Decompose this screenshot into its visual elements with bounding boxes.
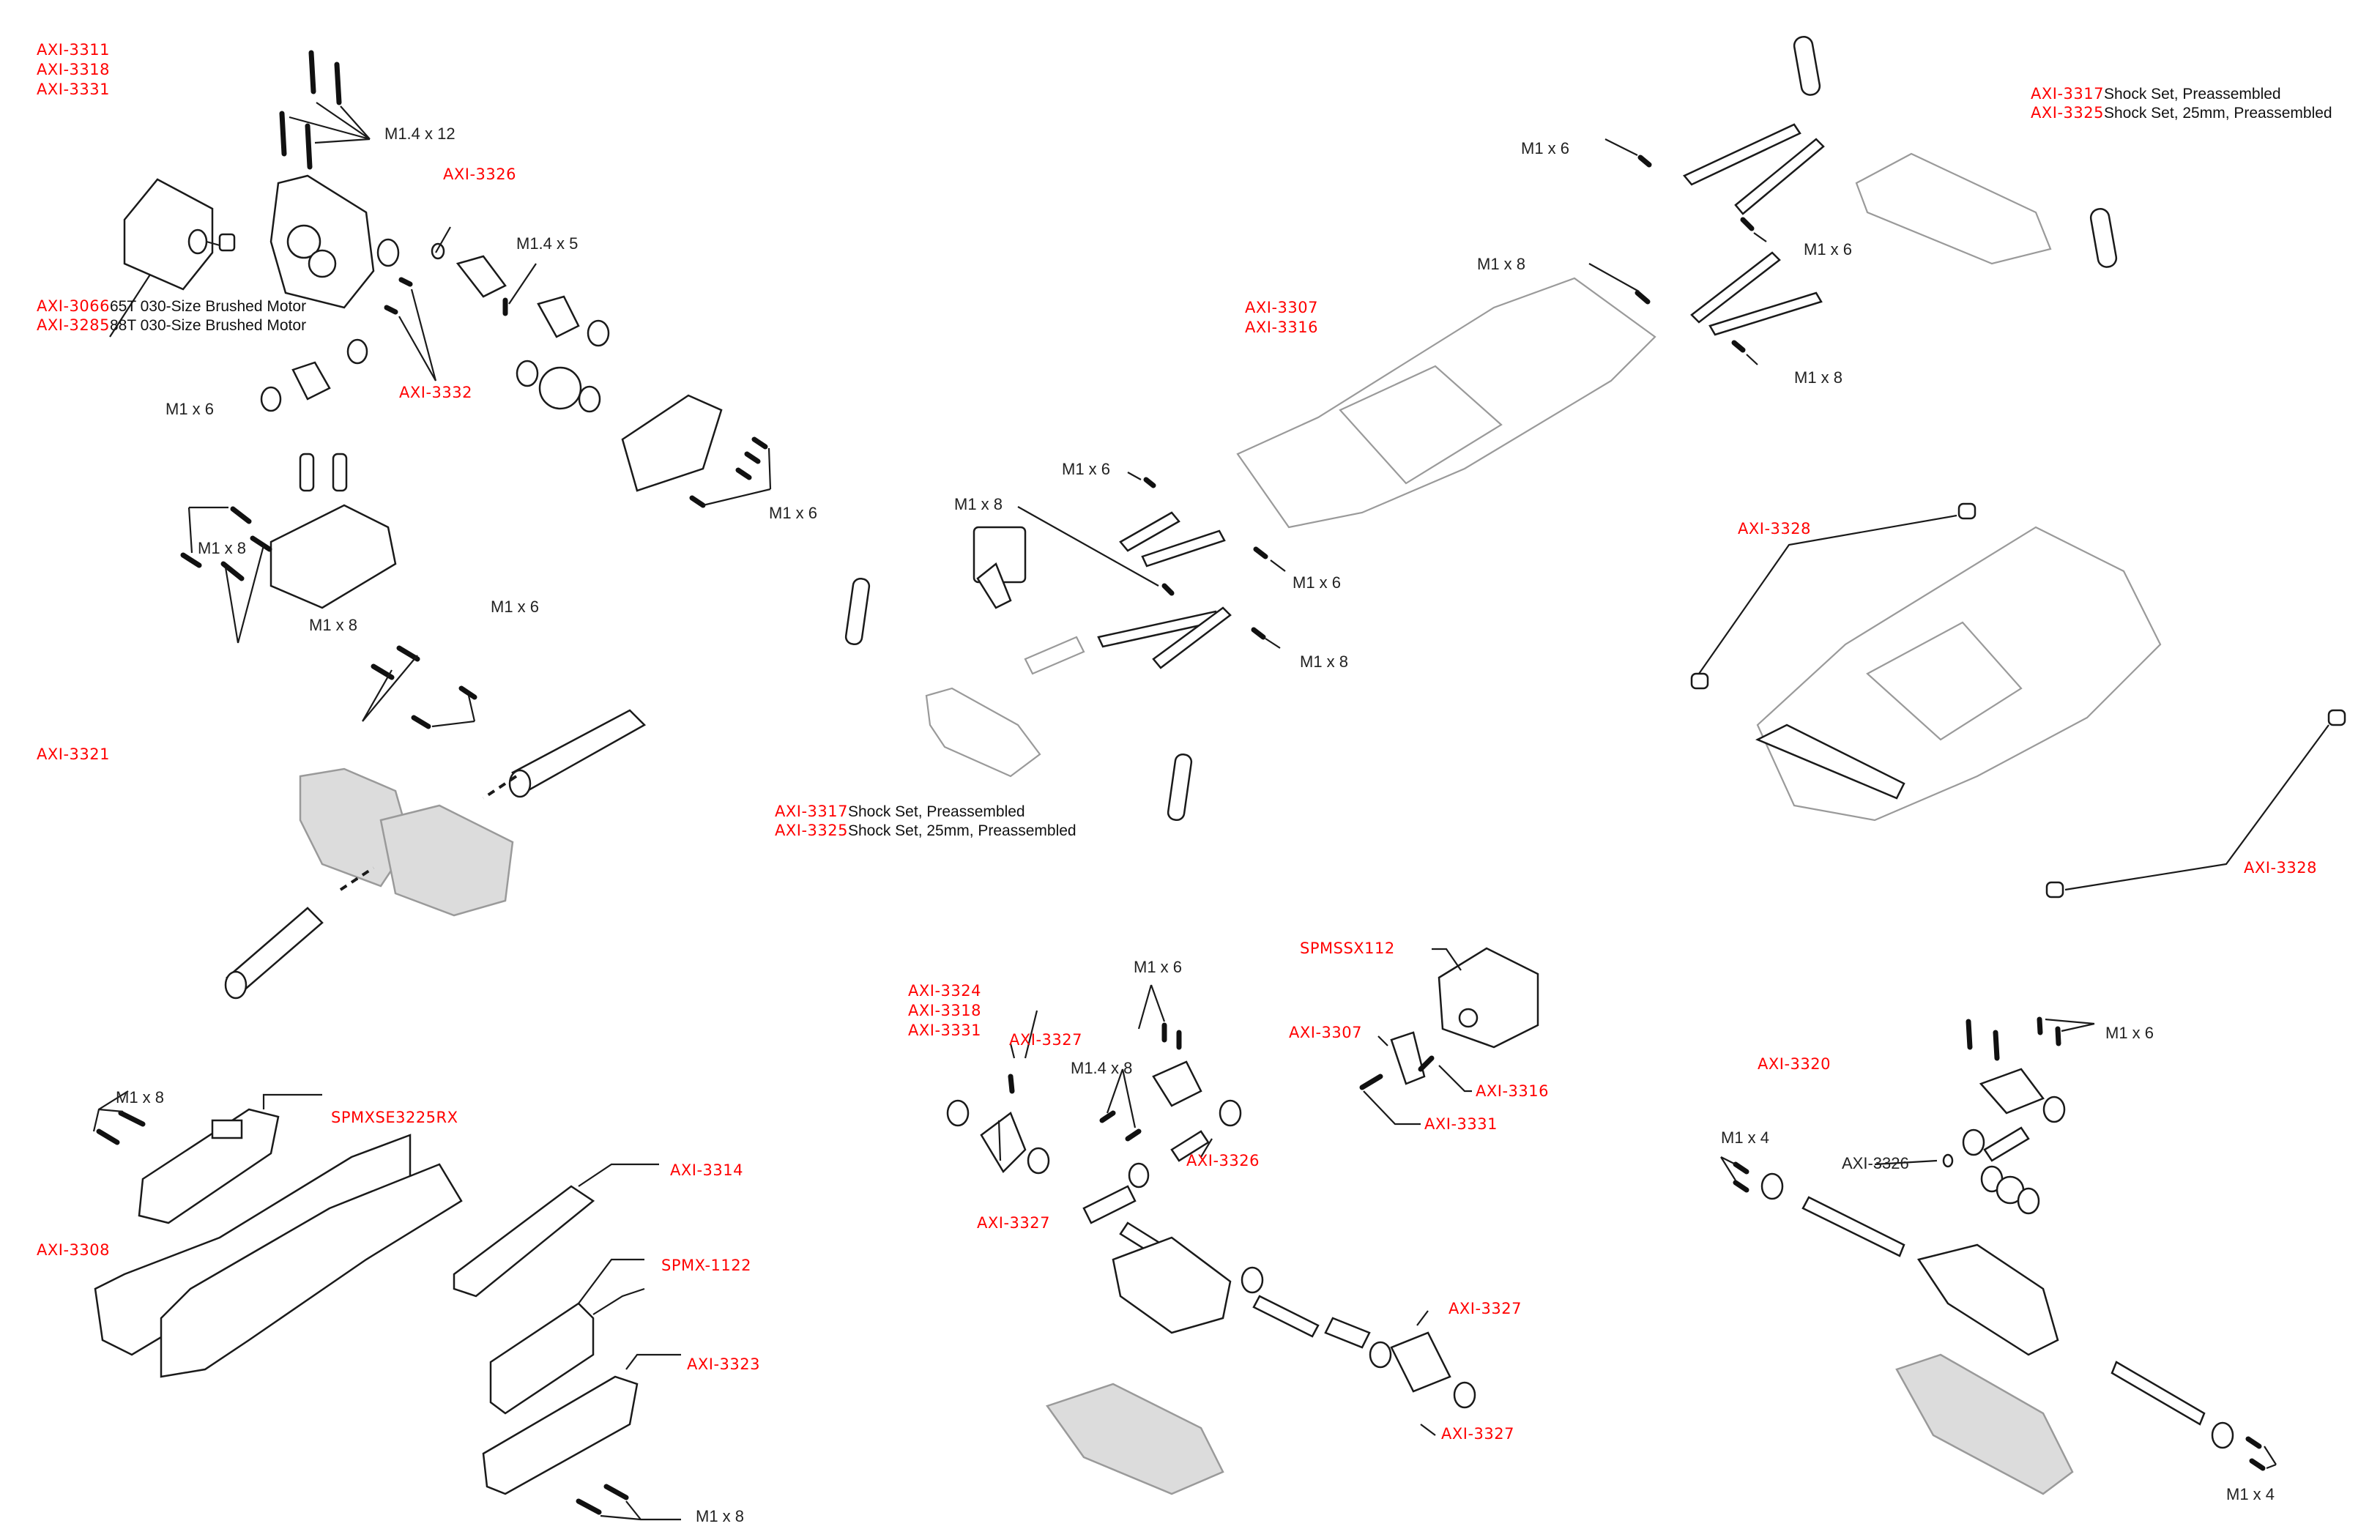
part-number: AXI-3318: [37, 61, 110, 78]
rear-link-assembly-icon: [1236, 36, 2118, 529]
wrench-part-number: AXI-3314: [670, 1161, 743, 1179]
oring-part-number: AXI-3326: [1842, 1154, 1909, 1172]
receiver-icon: [92, 1090, 322, 1224]
part-number: AXI-3066: [37, 297, 110, 315]
hardware-label: M1 x 8: [116, 1088, 165, 1106]
hardware-label: M1 x 8: [696, 1507, 745, 1525]
hardware-label: M1 x 6: [2105, 1024, 2154, 1042]
motor-option: AXI-328588T 030-Size Brushed Motor: [37, 316, 307, 334]
hardware-label: M1 x 6: [1521, 139, 1570, 157]
part-number: AXI-3317: [2031, 85, 2104, 103]
hardware-label: M1 x 4: [1721, 1128, 1770, 1147]
driveshaft-assembly-icon: [224, 709, 647, 1000]
chassis-part-number: AXI-3308: [37, 1241, 110, 1259]
gearbox-cover-icon: [621, 394, 772, 508]
part-description: Shock Set, 25mm, Preassembled: [847, 822, 1076, 839]
hardware-label: M1 x 6: [1293, 573, 1342, 592]
screws-m14x12: [279, 50, 371, 170]
bearings-gears-icon: [260, 226, 610, 413]
hardware-label: M1 x 8: [954, 495, 1003, 513]
bushing-part-number: AXI-3328: [2244, 859, 2317, 877]
gearbox-housing-icon: [269, 174, 375, 309]
motor-options: AXI-306665T 030-Size Brushed Motor AXI-3…: [37, 299, 306, 337]
part-number: AXI-3331: [908, 1022, 981, 1039]
hardware-label: M1 x 6: [1062, 460, 1111, 478]
part-number: AXI-3331: [37, 81, 110, 98]
hardware-label: M1 x 8: [1477, 255, 1526, 273]
front-axle-icon: [946, 984, 1476, 1495]
hardware-label: M1 x 6: [769, 504, 818, 522]
rear-shock-options: AXI-3317Shock Set, Preassembled AXI-3325…: [2031, 86, 2332, 124]
hardware-label: M1 x 8: [309, 616, 358, 634]
shock-option: AXI-3317Shock Set, Preassembled: [775, 803, 1076, 820]
receiver-part-number: SPMXSE3225RX: [331, 1109, 458, 1126]
rear-axle-part-number: AXI-3320: [1758, 1055, 1831, 1073]
part-number: AXI-3317: [775, 803, 848, 820]
part-number: AXI-3318: [908, 1002, 981, 1019]
servo-icon: [1359, 947, 1539, 1126]
chassis-frame-icon: [94, 1134, 463, 1378]
motor-icon: [109, 178, 236, 338]
hardware-label: M1.4 x 5: [516, 234, 579, 253]
horn-screw-part-number: AXI-3316: [1476, 1082, 1549, 1100]
part-number: AXI-3325: [775, 822, 848, 839]
front-shock-options: AXI-3317Shock Set, Preassembled AXI-3325…: [775, 804, 1076, 842]
assembled-chassis-icon: [1690, 502, 2346, 899]
servo-part-number: SPMSSX112: [1300, 940, 1395, 957]
part-description: Shock Set, 25mm, Preassembled: [2103, 105, 2332, 122]
front-axle-part-numbers: AXI-3324 AXI-3318 AXI-3331: [908, 983, 981, 1043]
part-description: Shock Set, Preassembled: [2103, 86, 2281, 103]
hardware-label: M1 x 6: [166, 400, 215, 418]
part-number: AXI-3285: [37, 316, 110, 334]
hub-screw-part-number: AXI-3327: [1441, 1425, 1514, 1443]
part-description: 88T 030-Size Brushed Motor: [109, 317, 307, 334]
hardware-label: M1 x 8: [1794, 368, 1843, 387]
motor-option: AXI-306665T 030-Size Brushed Motor: [37, 297, 307, 315]
hub-screw-part-number: AXI-3327: [1449, 1300, 1522, 1317]
hardware-label: M1.4 x 8: [1071, 1059, 1133, 1077]
bushing-part-number: AXI-3328: [1738, 520, 1811, 537]
driveshaft-part-number: AXI-3321: [37, 745, 110, 763]
part-number: AXI-3316: [1245, 319, 1318, 336]
hardware-label: M1 x 8: [198, 539, 247, 557]
servo-screw-part-number: AXI-3331: [1424, 1115, 1498, 1133]
hardware-label: M1.4 x 12: [384, 124, 455, 143]
rear-frame-part-numbers: AXI-3307 AXI-3316: [1245, 300, 1318, 340]
part-number: AXI-3311: [37, 41, 110, 59]
part-number: AXI-3324: [908, 982, 981, 1000]
hardware-label: M1 x 4: [2226, 1485, 2275, 1503]
shock-option: AXI-3325Shock Set, 25mm, Preassembled: [2031, 104, 2332, 122]
transmission-part-numbers: AXI-3311 AXI-3318 AXI-3331: [37, 42, 110, 102]
hardware-label: M1 x 6: [1804, 240, 1853, 258]
part-number: AXI-3325: [2031, 104, 2104, 122]
battery-part-number: SPMX-1122: [661, 1257, 751, 1274]
battery-tray-icon: [482, 1353, 681, 1521]
shock-option: AXI-3317Shock Set, Preassembled: [2031, 85, 2332, 103]
oring-part-number: AXI-3326: [443, 165, 516, 183]
wrench-icon: [453, 1163, 659, 1298]
hardware-label: M1 x 6: [1134, 958, 1183, 976]
screw-set-part-number: AXI-3332: [399, 384, 472, 401]
oring-part-number: AXI-3326: [1186, 1152, 1260, 1169]
rear-axle-icon: [1720, 1016, 2277, 1495]
set-screw-part-number: AXI-3327: [1009, 1031, 1082, 1049]
part-description: Shock Set, Preassembled: [847, 803, 1025, 820]
battery-tray-part-number: AXI-3323: [687, 1355, 760, 1373]
part-description: 65T 030-Size Brushed Motor: [109, 298, 307, 315]
battery-icon: [489, 1258, 645, 1415]
hardware-label: M1 x 6: [491, 598, 540, 616]
skid-plate-icon: [180, 453, 477, 729]
servo-horn-part-number: AXI-3307: [1289, 1024, 1362, 1041]
front-link-assembly-icon: [844, 472, 1286, 822]
hardware-label: M1 x 8: [1300, 652, 1349, 671]
set-screw-part-number: AXI-3327: [977, 1214, 1050, 1232]
shock-option: AXI-3325Shock Set, 25mm, Preassembled: [775, 822, 1076, 839]
part-number: AXI-3307: [1245, 299, 1318, 316]
